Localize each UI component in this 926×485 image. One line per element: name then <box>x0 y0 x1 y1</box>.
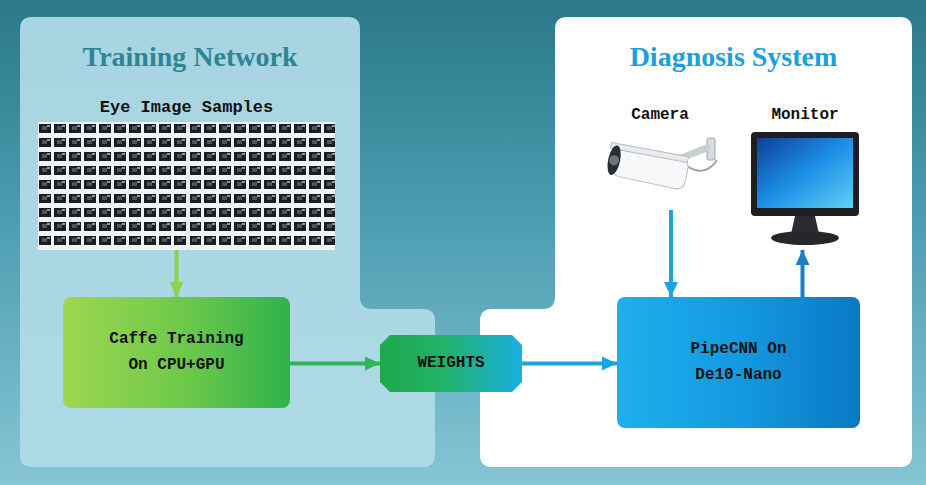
camera-front <box>605 144 623 176</box>
camera-hood <box>611 140 689 164</box>
camera-cable <box>687 160 717 171</box>
monitor-icon <box>745 130 865 250</box>
training-panel: Training NetworkEye Image Samples Caffe … <box>20 17 435 467</box>
monitor-base <box>771 231 839 245</box>
camera-lens <box>608 154 620 166</box>
process-box: Caffe Training On CPU+GPU <box>63 297 290 408</box>
process-box: PipeCNN On De10-Nano <box>617 297 860 428</box>
camera-device: Camera <box>595 100 725 210</box>
box-label: PipeCNN On De10-Nano <box>664 337 814 388</box>
weights-box: WEIGHTS <box>380 335 522 392</box>
panel-outline <box>20 17 435 467</box>
panel-title: Diagnosis System <box>555 41 912 73</box>
image-grid <box>38 122 335 250</box>
grid-divider <box>186 122 190 250</box>
monitor-bezel <box>751 132 859 216</box>
diagnosis-panel: Diagnosis SystemCamera Monitor PipeCNN O… <box>480 17 912 467</box>
box-label: WEIGHTS <box>417 351 484 377</box>
sample-images <box>38 122 335 250</box>
device-label: Eye Image Samples <box>38 98 335 117</box>
image-samples: Eye Image Samples <box>38 88 335 250</box>
flow-arrow <box>801 250 805 297</box>
monitor-screen <box>757 138 853 208</box>
flow-arrow <box>522 362 617 366</box>
camera-icon <box>595 130 725 210</box>
monitor-device: Monitor <box>745 100 865 250</box>
panel-title: Training Network <box>20 41 360 73</box>
box-label: Caffe Training On CPU+GPU <box>102 327 252 378</box>
flow-arrow <box>175 250 179 297</box>
flow-arrow <box>669 210 673 297</box>
panel-outline <box>480 17 912 467</box>
flow-arrow <box>290 362 380 366</box>
device-label: Monitor <box>745 106 865 124</box>
device-label: Camera <box>595 106 725 124</box>
